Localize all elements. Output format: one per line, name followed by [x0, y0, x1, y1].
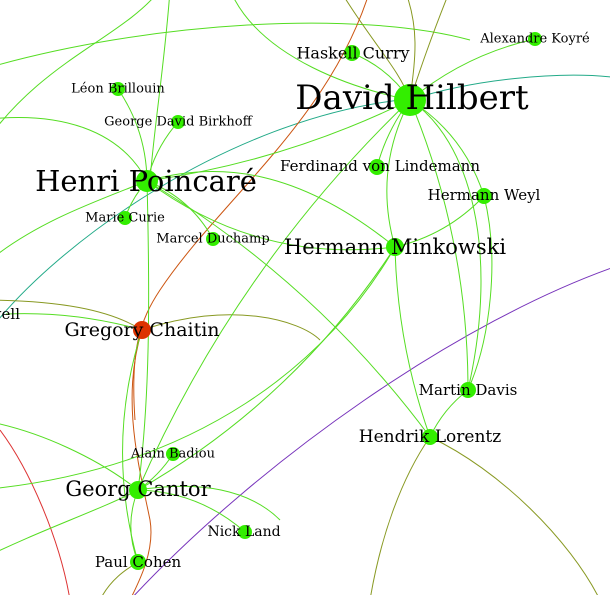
label-brillouin[interactable]: Léon Brillouin — [71, 82, 165, 97]
node-chaitin[interactable] — [133, 321, 151, 339]
edge-hilbert-minkowski — [386, 99, 411, 248]
edge-cantor-hilbert — [137, 99, 411, 491]
label-birkhoff[interactable]: George David Birkhoff — [104, 115, 253, 130]
edge-offscreen — [131, 329, 152, 595]
edge-offscreen — [137, 485, 281, 521]
node-minkowski[interactable] — [386, 238, 404, 256]
node-badiou[interactable] — [166, 447, 180, 461]
node-hilbert[interactable] — [394, 84, 426, 116]
edge-cantor-land — [137, 489, 246, 533]
node-davis[interactable] — [460, 382, 476, 398]
label-lorentz[interactable]: Hendrik Lorentz — [359, 427, 501, 447]
edge-offscreen — [429, 436, 598, 595]
edge-offscreen — [370, 436, 431, 595]
label-curry[interactable]: Haskell Curry — [296, 44, 409, 63]
node-weyl[interactable] — [476, 188, 492, 204]
label-cantor[interactable]: Georg Cantor — [65, 477, 211, 501]
label-maxwell[interactable]: axwell — [0, 305, 20, 323]
label-koyre[interactable]: Alexandre Koyré — [479, 32, 590, 47]
edge-offscreen — [0, 489, 139, 551]
edge-offscreen — [137, 180, 150, 491]
node-birkhoff[interactable] — [171, 115, 185, 129]
label-weyl[interactable]: Hermann Weyl — [428, 186, 541, 204]
label-poincare[interactable]: Henri Poincaré — [35, 164, 257, 198]
node-duchamp[interactable] — [206, 232, 220, 246]
edge-offscreen — [134, 268, 610, 595]
edge-offscreen — [0, 22, 471, 65]
edge-offscreen — [0, 0, 152, 125]
edge-hilbert-davis — [409, 99, 469, 391]
label-land[interactable]: Nick Land — [207, 524, 280, 540]
edge-offscreen — [409, 74, 610, 101]
edge-chaitin-cohen — [122, 329, 143, 563]
node-curry[interactable] — [344, 45, 360, 61]
node-lindemann[interactable] — [369, 159, 385, 175]
edge-offscreen — [234, 0, 411, 101]
edge-chaitin-maxwell — [5, 313, 143, 331]
edge-offscreen — [0, 429, 70, 595]
edge-minkowski-cantor — [137, 246, 396, 491]
edge-offscreen — [0, 117, 148, 182]
edge-minkowski-lorentz — [394, 246, 431, 438]
edge-poincare-hilbert — [146, 99, 411, 182]
label-cohen[interactable]: Paul Cohen — [95, 553, 182, 571]
edge-offscreen — [0, 299, 143, 331]
edge-offscreen — [133, 0, 368, 421]
edge-offscreen — [409, 99, 482, 391]
node-poincare[interactable] — [136, 170, 158, 192]
edge-offscreen — [0, 246, 396, 489]
edge-offscreen — [146, 170, 396, 248]
edge-minkowski-weyl — [394, 195, 485, 248]
label-chaitin[interactable]: Gregory Chaitin — [64, 319, 219, 341]
node-koyre[interactable] — [528, 32, 542, 46]
edge-offscreen — [467, 195, 493, 391]
label-duchamp[interactable]: Marcel Duchamp — [156, 232, 269, 247]
edge-poincare-minkowski — [146, 180, 396, 251]
label-curie[interactable]: Marie Curie — [85, 211, 165, 226]
node-brillouin[interactable] — [111, 82, 125, 96]
label-badiou[interactable]: Alain Badiou — [130, 447, 215, 462]
edge-offscreen — [0, 180, 148, 254]
node-cohen[interactable] — [130, 554, 146, 570]
node-land[interactable] — [238, 525, 252, 539]
label-hilbert[interactable]: David Hilbert — [295, 78, 529, 118]
edge-offscreen — [141, 314, 321, 341]
node-lorentz[interactable] — [422, 429, 438, 445]
label-davis[interactable]: Martin Davis — [419, 381, 518, 399]
label-lindemann[interactable]: Ferdinand von Lindemann — [280, 157, 480, 175]
nodes-layer — [111, 32, 542, 570]
node-curie[interactable] — [118, 211, 132, 225]
edge-offscreen — [149, 0, 170, 181]
node-cantor[interactable] — [129, 481, 147, 499]
edge-poincare-lorentz — [146, 180, 431, 438]
label-minkowski[interactable]: Hermann Minkowski — [284, 235, 507, 259]
